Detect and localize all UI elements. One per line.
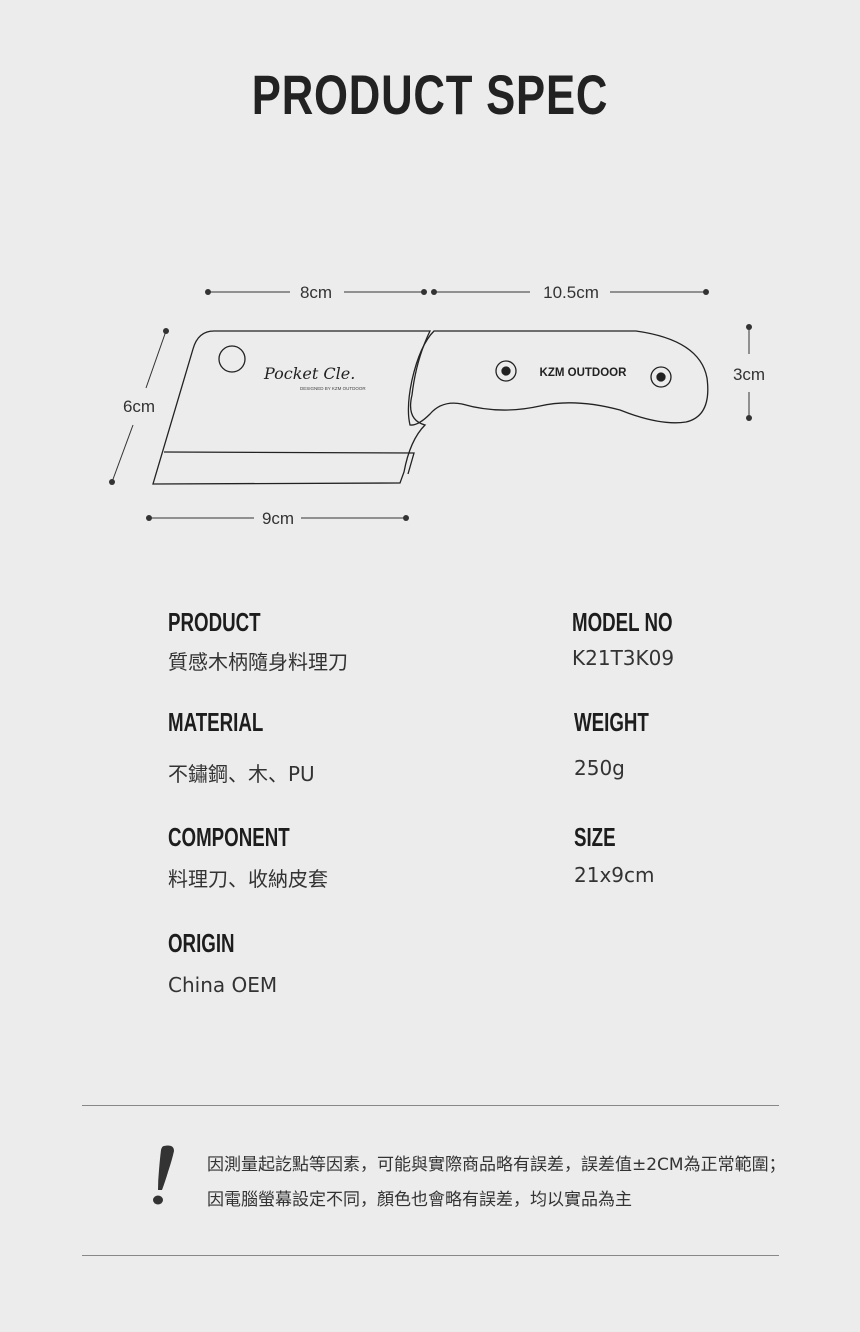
handle-brand-text: KZM OUTDOOR [540,367,628,379]
rivet-right-outer [650,366,672,388]
spec-product: PRODUCT 質感木柄隨身料理刀 [168,607,348,675]
notice-text: 因測量起訖點等因素，可能與實際商品略有誤差，誤差值±2CM為正常範圍； 因電腦螢… [207,1148,786,1218]
dim-label-8cm: 8cm [300,283,332,302]
blade-hole [218,345,246,373]
dimension-top-right: 10.5cm [431,283,709,302]
spec-origin: ORIGIN China OEM [168,928,277,997]
spec-material-label: MATERIAL [168,707,264,737]
spec-origin-label: ORIGIN [168,928,235,958]
dim-label-6cm: 6cm [123,397,155,416]
spec-product-value: 質感木柄隨身料理刀 [168,650,348,674]
spec-model-no-label: MODEL NO [572,607,673,637]
spec-size-label: SIZE [574,822,616,852]
knife-illustration [152,330,709,485]
dimension-right: 3cm [733,324,765,421]
spec-origin-value: China OEM [168,973,278,997]
rivet-right-inner [656,372,666,382]
spec-material: MATERIAL 不鏽鋼、木、PU [168,707,315,787]
dimension-top-left: 8cm [205,283,427,302]
handle-outline [407,330,709,426]
dimension-bottom: 9cm [146,509,409,528]
notice-line-1: 因測量起訖點等因素，可能與實際商品略有誤差，誤差值±2CM為正常範圍； [207,1155,786,1175]
spec-weight-label: WEIGHT [574,707,649,737]
spec-model-no-value: K21T3K09 [572,646,675,670]
dim-label-3cm: 3cm [733,365,765,384]
dim-label-9cm: 9cm [262,509,294,528]
spec-size: SIZE 21x9cm [574,822,655,887]
blade-script-text: Pocket Cle. [263,364,355,383]
spec-product-label: PRODUCT [168,607,261,637]
spec-model-no: MODEL NO K21T3K09 [572,607,712,670]
dim-label-10-5cm: 10.5cm [543,283,599,302]
notice-line-2: 因電腦螢幕設定不同，顏色也會略有誤差，均以實品為主 [207,1190,632,1210]
spec-component: COMPONENT 料理刀、收納皮套 [168,822,337,892]
page-title: PRODUCT SPEC [251,63,609,126]
spec-weight-value: 250g [574,756,625,780]
spec-component-value: 料理刀、收納皮套 [168,867,328,891]
rivet-left-inner [501,366,511,376]
spec-component-label: COMPONENT [168,822,290,852]
divider-top [82,1105,779,1106]
blade-outline [152,330,432,485]
dimension-left: 6cm [109,328,169,485]
rivet-left-outer [495,360,517,382]
spec-weight: WEIGHT 250g [574,707,678,780]
blade-small-text: DESIGNED BY KZM OUTDOOR [300,386,366,391]
spec-size-value: 21x9cm [574,863,655,887]
divider-bottom [82,1255,779,1256]
blade-edge-line [163,451,415,475]
spec-material-value: 不鏽鋼、木、PU [168,762,315,786]
exclamation-icon [153,1145,174,1205]
knife-dimension-diagram: 8cm 10.5cm 6cm 3cm 9cm [109,283,765,528]
